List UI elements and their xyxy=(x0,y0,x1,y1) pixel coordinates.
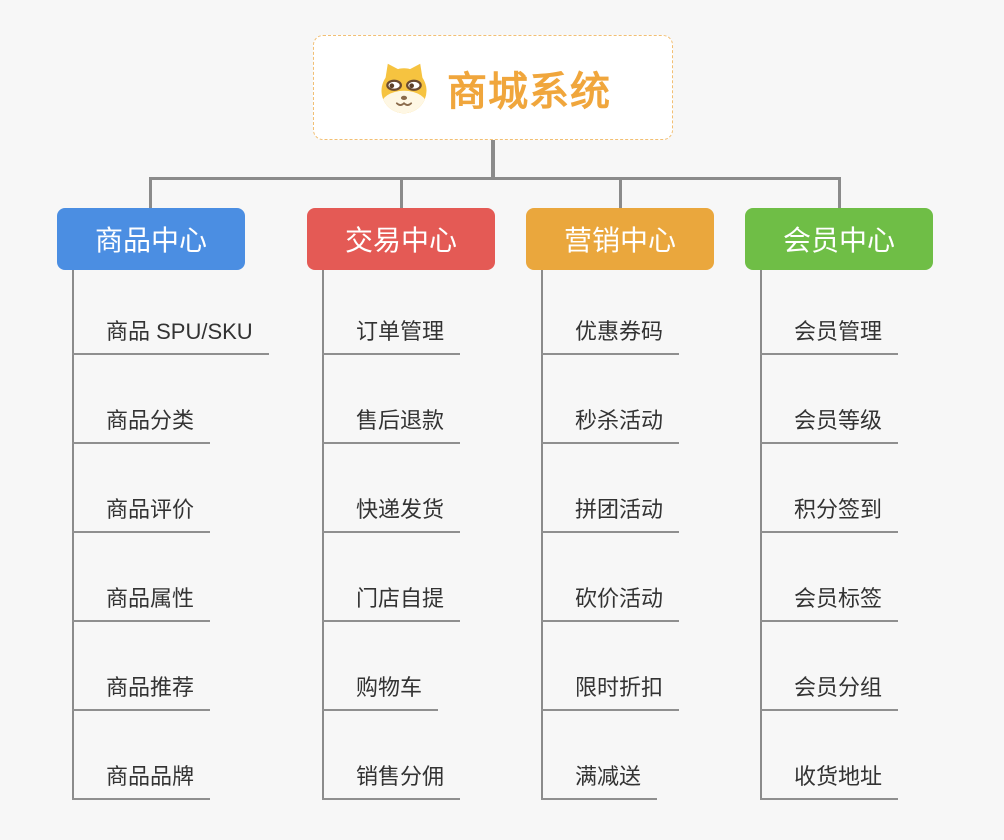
leaf-node[interactable]: 商品 SPU/SKU xyxy=(72,317,269,355)
root-stem-connector xyxy=(491,140,495,180)
leaf-node[interactable]: 销售分佣 xyxy=(322,762,461,800)
branch-bus-connector xyxy=(149,177,840,180)
leaf-node[interactable]: 商品评价 xyxy=(72,495,211,533)
leaf-node[interactable]: 秒杀活动 xyxy=(541,406,680,444)
leaf-node[interactable]: 积分签到 xyxy=(760,495,899,533)
branch-node-trade[interactable]: 交易中心 xyxy=(307,208,495,270)
leaf-node[interactable]: 拼团活动 xyxy=(541,495,680,533)
leaf-node[interactable]: 会员等级 xyxy=(760,406,899,444)
leaf-node[interactable]: 快递发货 xyxy=(322,495,461,533)
leaf-node[interactable]: 会员分组 xyxy=(760,673,899,711)
leaf-node[interactable]: 优惠券码 xyxy=(541,317,680,355)
shiba-dog-icon xyxy=(375,61,433,115)
drop-connector-trade xyxy=(400,177,403,208)
leaf-node[interactable]: 收货地址 xyxy=(760,762,899,800)
drop-connector-products xyxy=(149,177,152,208)
root-node[interactable]: 商城系统 xyxy=(313,35,673,140)
leaf-node[interactable]: 商品属性 xyxy=(72,584,211,622)
trunk-members xyxy=(760,269,762,800)
drop-connector-members xyxy=(838,177,841,208)
branch-node-products[interactable]: 商品中心 xyxy=(57,208,245,270)
trunk-trade xyxy=(322,269,324,800)
leaf-node[interactable]: 订单管理 xyxy=(322,317,461,355)
leaf-node[interactable]: 门店自提 xyxy=(322,584,461,622)
branch-node-members[interactable]: 会员中心 xyxy=(745,208,933,270)
leaf-node[interactable]: 购物车 xyxy=(322,673,439,711)
trunk-marketing xyxy=(541,269,543,800)
leaf-node[interactable]: 满减送 xyxy=(541,762,658,800)
root-title: 商城系统 xyxy=(447,69,611,114)
trunk-products xyxy=(72,269,74,800)
leaf-node[interactable]: 商品分类 xyxy=(72,406,211,444)
branch-node-marketing[interactable]: 营销中心 xyxy=(526,208,714,270)
drop-connector-marketing xyxy=(619,177,622,208)
leaf-node[interactable]: 商品推荐 xyxy=(72,673,211,711)
leaf-node[interactable]: 砍价活动 xyxy=(541,584,680,622)
leaf-node[interactable]: 商品品牌 xyxy=(72,762,211,800)
leaf-node[interactable]: 限时折扣 xyxy=(541,673,680,711)
leaf-node[interactable]: 会员管理 xyxy=(760,317,899,355)
leaf-node[interactable]: 售后退款 xyxy=(322,406,461,444)
leaf-node[interactable]: 会员标签 xyxy=(760,584,899,622)
